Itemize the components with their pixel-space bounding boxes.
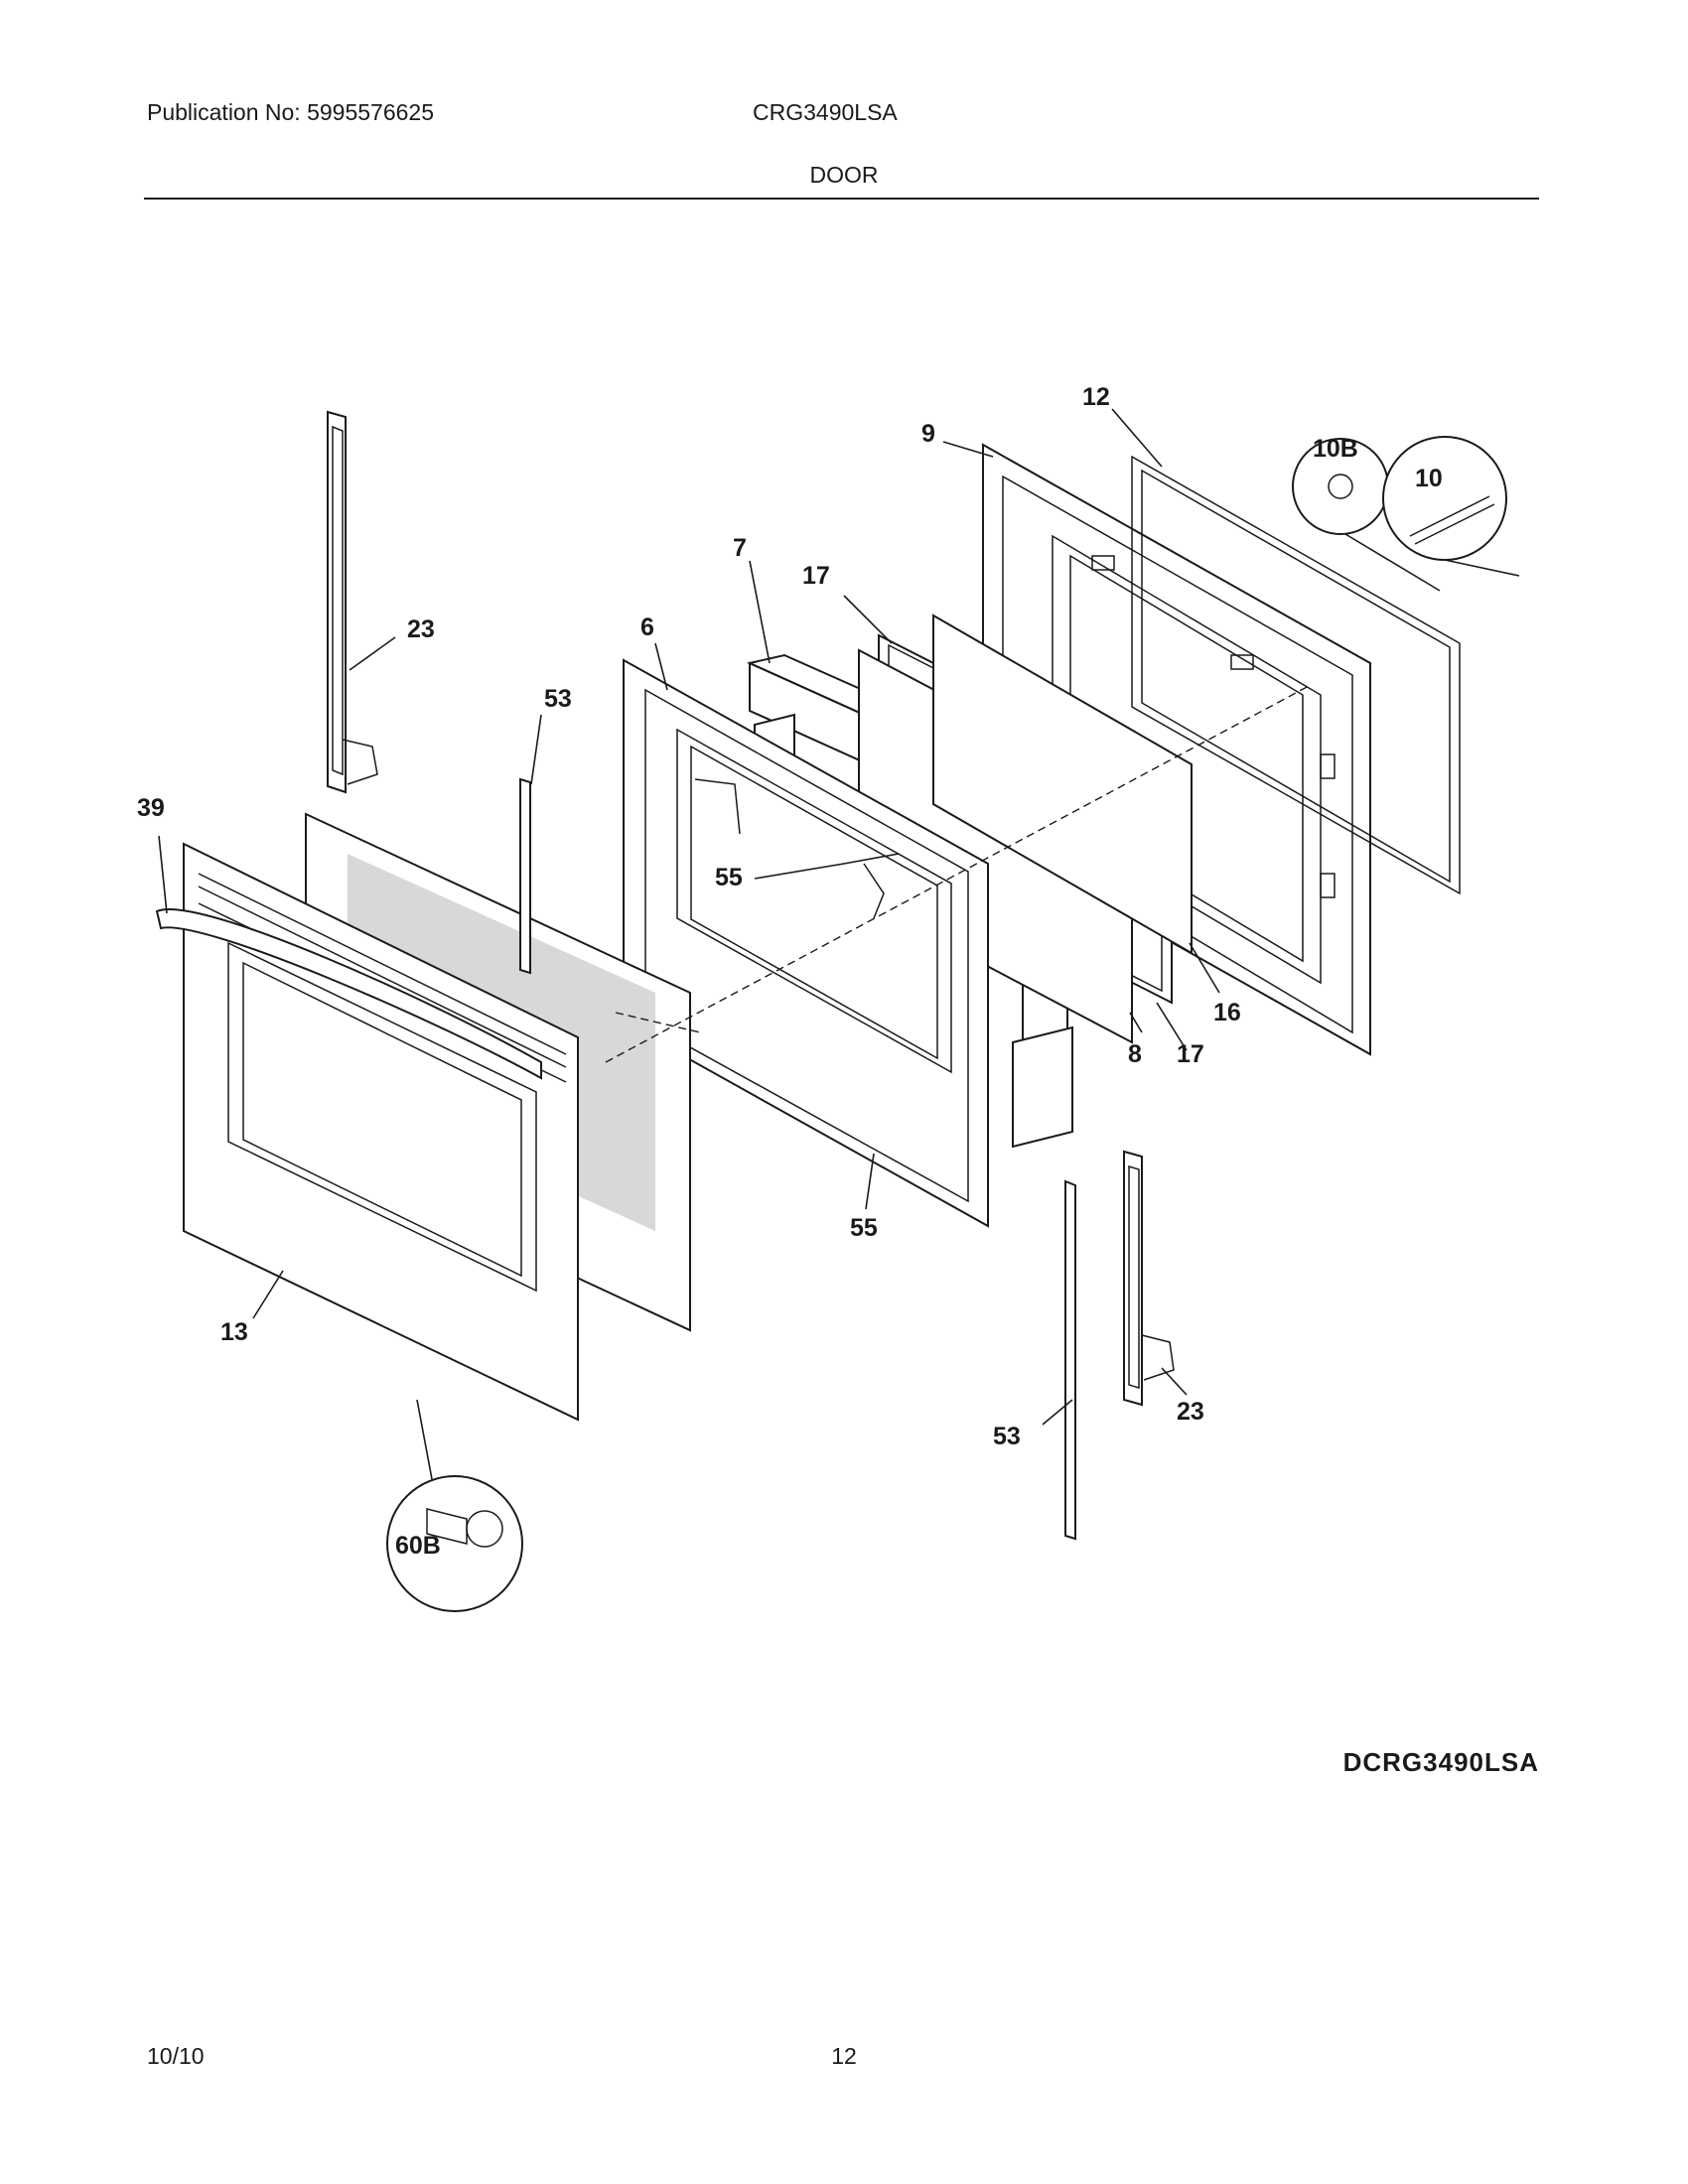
hinge-channel-left: [519, 777, 531, 975]
callout-39: 39: [137, 794, 165, 822]
assembly-axis-line: [605, 684, 1312, 1063]
callout-6: 6: [640, 614, 654, 641]
callout-8: 8: [1128, 1040, 1142, 1068]
callout-16: 16: [1213, 999, 1241, 1026]
callout-12: 12: [1082, 383, 1110, 411]
outer-door-panel: [155, 842, 579, 1422]
callout-23-bottom: 23: [1177, 1398, 1204, 1426]
screw-washer-detail: [1292, 436, 1520, 592]
model-number: CRG3490LSA: [753, 99, 898, 125]
footer-page-number: 12: [831, 2043, 857, 2069]
diagram-code: DCRG3490LSA: [1342, 1747, 1539, 1777]
assembly-axis-line-2: [615, 1012, 701, 1033]
callout-13: 13: [220, 1318, 248, 1346]
door-gasket: [1131, 455, 1461, 895]
callout-17-top: 17: [802, 562, 830, 590]
callout-17-bottom: 17: [1177, 1040, 1204, 1068]
screw-detail: [386, 1399, 523, 1612]
footer-date: 10/10: [147, 2043, 205, 2069]
callout-53-top: 53: [544, 685, 572, 713]
callout-10: 10: [1415, 465, 1443, 492]
callout-53-bottom: 53: [993, 1423, 1021, 1450]
header-rule: [144, 198, 1539, 200]
callout-10b: 10B: [1313, 435, 1358, 463]
leader-lines: [158, 408, 1220, 1426]
hinge-left: [327, 410, 378, 794]
callout-55-mid: 55: [715, 864, 743, 891]
callout-55-bottom: 55: [850, 1214, 878, 1242]
hinge-right: [1123, 1150, 1175, 1407]
section-title: DOOR: [809, 162, 879, 188]
callout-23-top: 23: [407, 615, 435, 643]
callout-9: 9: [921, 420, 935, 448]
glass-pack: [858, 614, 1193, 1044]
publication-number: Publication No: 5995576625: [147, 99, 435, 125]
callout-7: 7: [733, 534, 747, 562]
callout-60b: 60B: [395, 1532, 441, 1560]
inner-door-liner: [623, 658, 989, 1228]
hinge-channel-right: [1064, 1179, 1076, 1541]
